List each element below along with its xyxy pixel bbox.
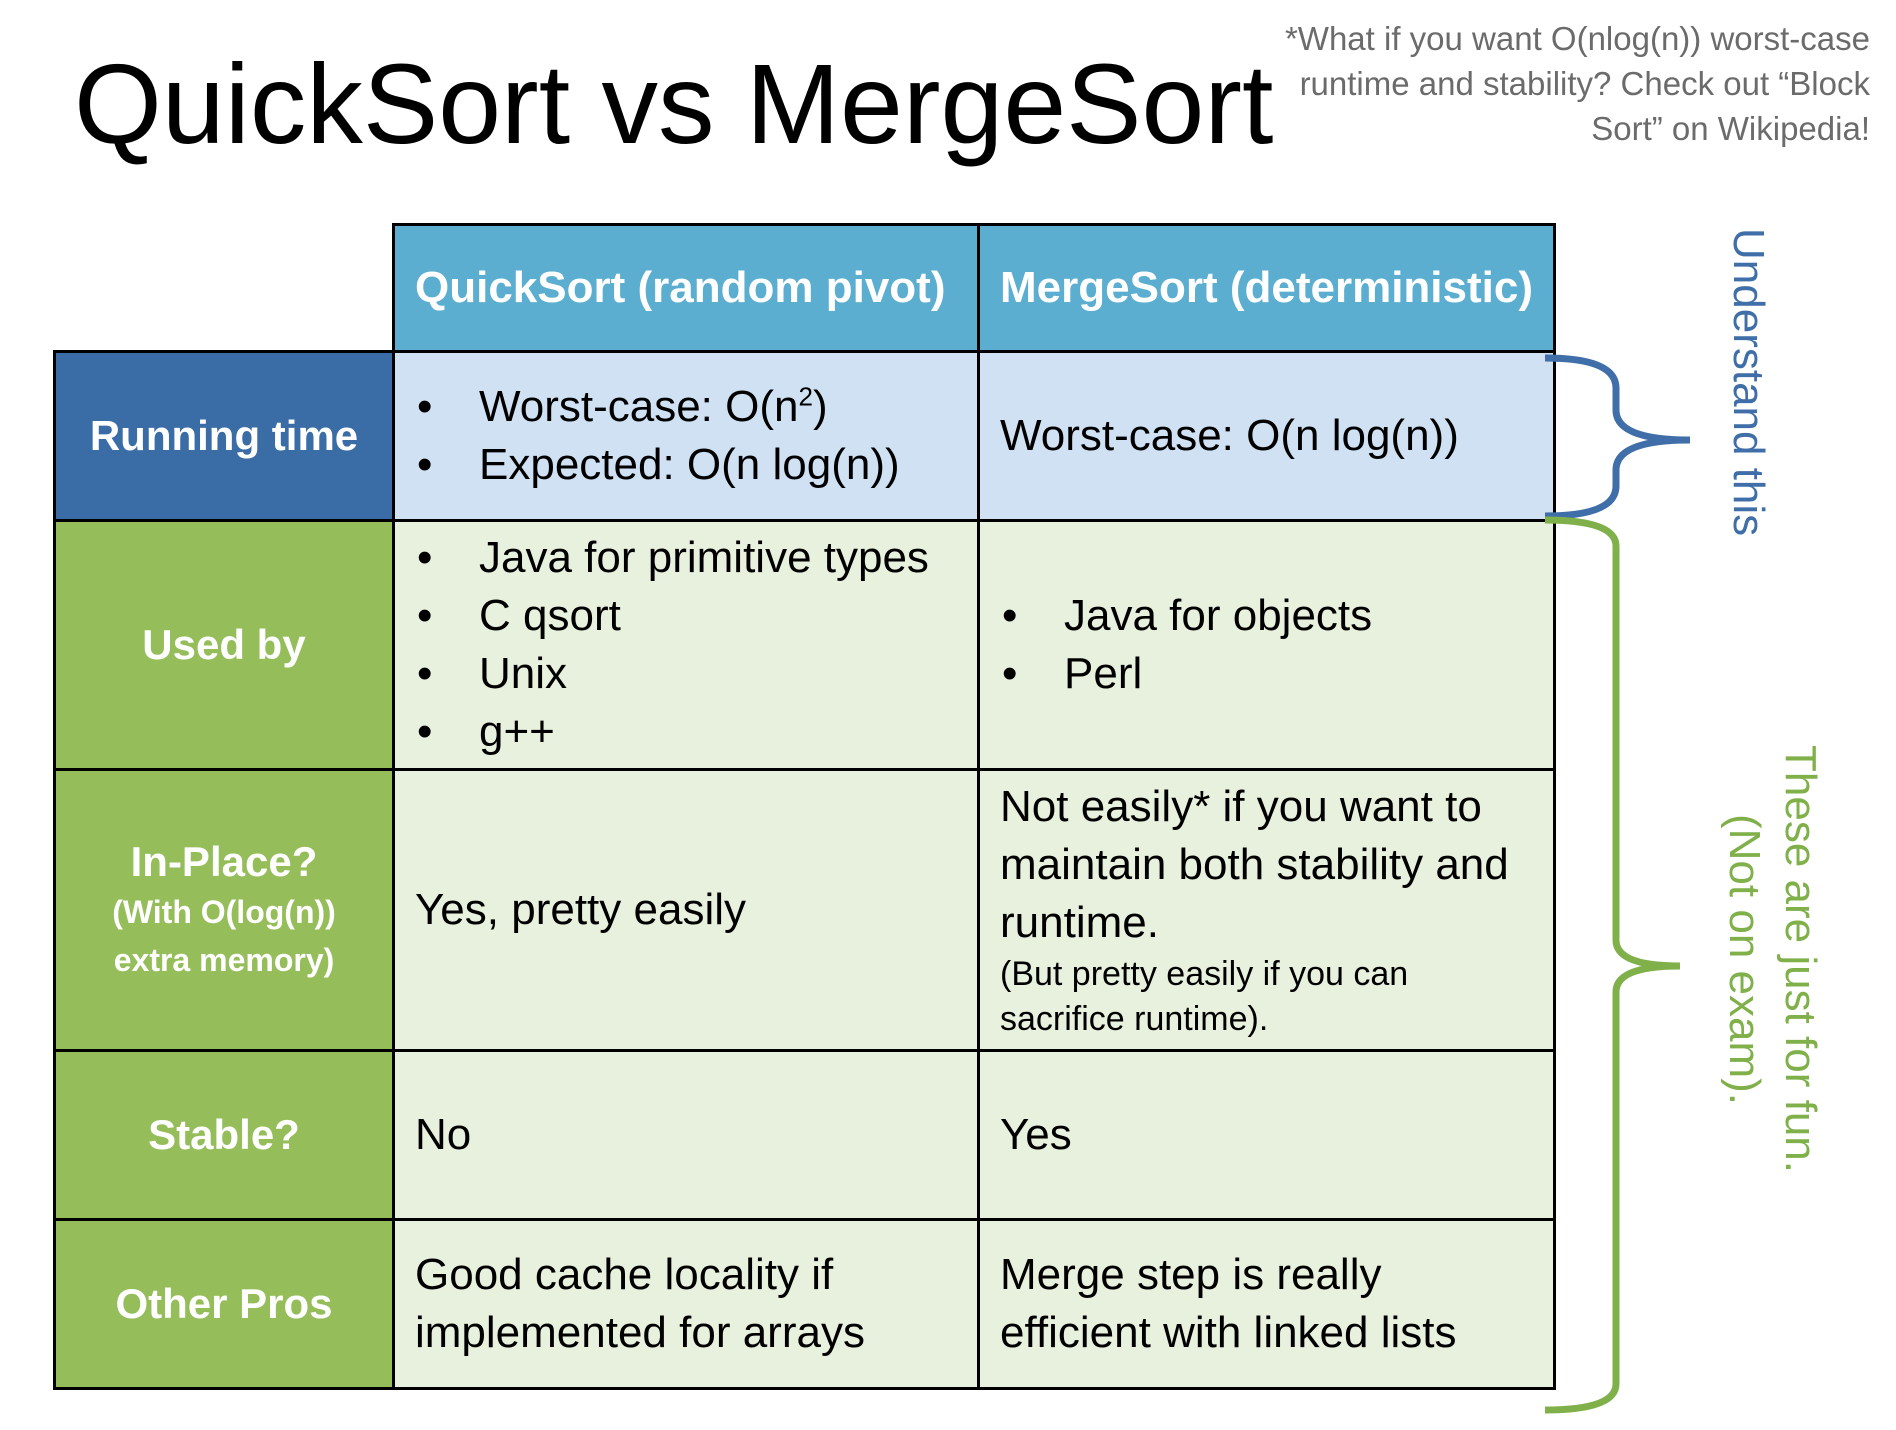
mergesort-stable: Yes [977, 1049, 1556, 1221]
just-for-fun-line-2: (Not on exam). [1720, 813, 1769, 1105]
in-place-sublabel-1: (With O(log(n)) [112, 894, 336, 931]
comparison-table: QuickSort (random pivot) MergeSort (dete… [53, 223, 1556, 1390]
header-quicksort: QuickSort (random pivot) [392, 223, 980, 353]
just-for-fun-label: These are just for fun. (Not on exam). [1716, 745, 1828, 1173]
quicksort-running-time: Worst-case: O(n2) Expected: O(n log(n)) [392, 350, 980, 522]
mergesort-in-place-main: Not easily* if you want to maintain both… [1000, 782, 1509, 947]
green-curly-brace [1544, 516, 1681, 1414]
list-item: Unix [415, 645, 957, 703]
row-other-pros: Other Pros Good cache locality if implem… [53, 1218, 1556, 1390]
mergesort-in-place-note: (But pretty easily if you can sacrifice … [1000, 955, 1409, 1038]
list-item: Java for objects [1000, 587, 1533, 645]
row-label-in-place: In-Place? (With O(log(n)) extra memory) [53, 768, 395, 1052]
row-in-place: In-Place? (With O(log(n)) extra memory) … [53, 768, 1556, 1052]
quicksort-in-place: Yes, pretty easily [392, 768, 980, 1052]
mergesort-running-time: Worst-case: O(n log(n)) [977, 350, 1556, 522]
in-place-label: In-Place? [130, 837, 318, 885]
mergesort-used-by: Java for objects Perl [977, 519, 1556, 771]
row-label-running-time: Running time [53, 350, 395, 522]
row-stable: Stable? No Yes [53, 1049, 1556, 1221]
quicksort-worst-case: Worst-case: O(n2) [415, 378, 957, 436]
list-item: g++ [415, 703, 957, 761]
list-item: Perl [1000, 645, 1533, 703]
footnote-block-sort: *What if you want O(nlog(n)) worst-case … [1284, 20, 1870, 147]
row-label-stable: Stable? [53, 1049, 395, 1221]
list-item: Java for primitive types [415, 529, 957, 587]
mergesort-other-pros: Merge step is really efficient with link… [977, 1218, 1556, 1390]
row-label-other-pros: Other Pros [53, 1218, 395, 1390]
blue-curly-brace [1544, 354, 1691, 520]
just-for-fun-line-1: These are just for fun. [1776, 745, 1825, 1173]
row-label-used-by: Used by [53, 519, 395, 771]
in-place-sublabel-2: extra memory) [113, 942, 335, 979]
understand-this-label: Understand this [1724, 228, 1773, 537]
quicksort-expected: Expected: O(n log(n)) [415, 436, 957, 494]
quicksort-other-pros: Good cache locality if implemented for a… [392, 1218, 980, 1390]
slide-title: QuickSort vs MergeSort [74, 41, 1274, 167]
quicksort-stable: No [392, 1049, 980, 1221]
row-running-time: Running time Worst-case: O(n2) Expected:… [53, 350, 1556, 522]
list-item: C qsort [415, 587, 957, 645]
header-row: QuickSort (random pivot) MergeSort (dete… [55, 223, 1556, 353]
quicksort-used-by: Java for primitive types C qsort Unix g+… [392, 519, 980, 771]
header-mergesort: MergeSort (deterministic) [977, 223, 1556, 353]
mergesort-in-place: Not easily* if you want to maintain both… [977, 768, 1556, 1052]
row-used-by: Used by Java for primitive types C qsort… [53, 519, 1556, 771]
